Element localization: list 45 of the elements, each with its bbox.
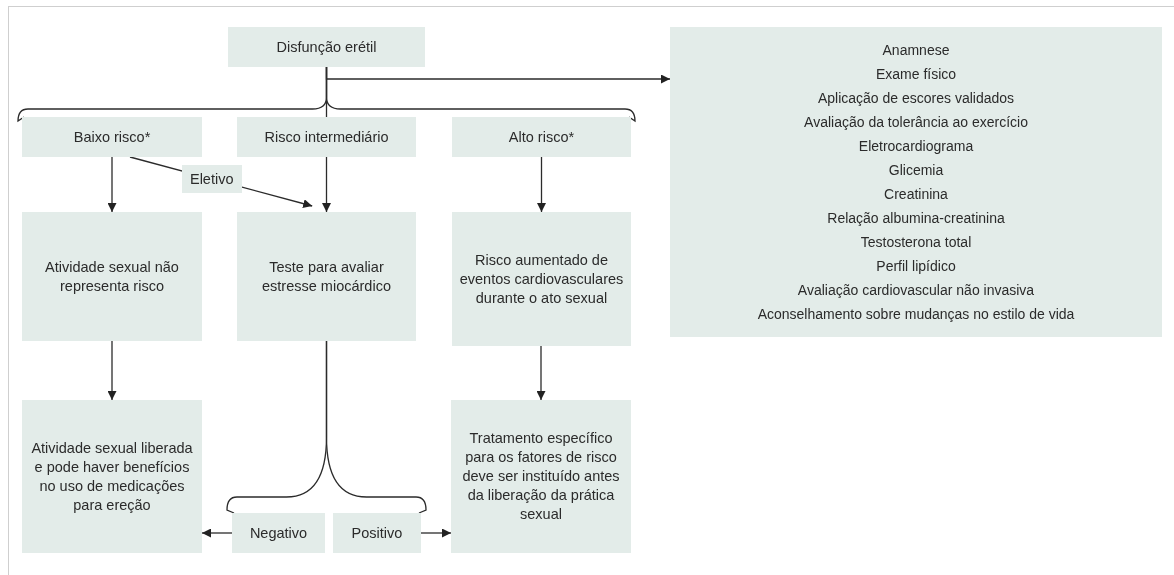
process-box: [232, 513, 325, 553]
process-box: [670, 27, 1162, 337]
list-item-text: Aconselhamento sobre mudanças no estilo de vida: [757, 305, 1075, 324]
box-text: Teste para avaliar estresse miocárdico: [261, 257, 392, 296]
list-item-text: Avaliação da tolerância ao exercício: [804, 113, 1028, 132]
process-box: [22, 212, 202, 341]
box-text: Positivo: [351, 523, 403, 543]
box-text: Disfunção erétil: [276, 37, 377, 57]
box-text: Alto risco*: [508, 127, 575, 147]
arrow: [420, 528, 452, 538]
list-item-text: Glicemia: [888, 161, 944, 180]
list-item-text: Perfil lipídico: [876, 257, 956, 276]
list-item-text: Eletrocardiograma: [858, 137, 974, 156]
box-text: Atividade sexual liberada e pode haver benefícios no uso de medicações para ereção: [30, 438, 194, 515]
box-text: Atividade sexual não representa risco: [44, 257, 180, 296]
connector-line: [325, 340, 427, 514]
arrow: [107, 340, 117, 401]
process-box: [333, 513, 421, 553]
arrow: [107, 156, 117, 213]
process-box: [452, 117, 631, 157]
arrow: [322, 156, 331, 213]
process-box: [228, 27, 425, 67]
process-box: [237, 117, 416, 157]
arrow: [537, 156, 546, 213]
list-item-text: Aplicação de escores validados: [817, 89, 1015, 108]
arrow: [536, 345, 546, 401]
process-box: [452, 212, 631, 346]
list-item-text: Testosterona total: [860, 233, 972, 252]
process-box: [237, 212, 416, 341]
box-text: Tratamento específico para os fatores de risco deve ser instituído antes da liberação da prática sexual: [461, 429, 621, 524]
list-item-text: Exame físico: [875, 65, 957, 84]
arrow: [201, 528, 233, 538]
box-text: Risco intermediário: [264, 127, 389, 147]
box-text: Risco aumentado de eventos cardiovasculares durante o ato sexual: [458, 250, 625, 308]
box-text: Baixo risco*: [73, 127, 151, 147]
list-item-text: Relação albumina-creatinina: [827, 209, 1005, 228]
list-item-text: Creatinina: [884, 185, 948, 204]
list-item-text: Anamnese: [882, 41, 950, 60]
process-box: [22, 117, 202, 157]
box-text: Negativo: [249, 523, 308, 543]
process-box: [451, 400, 631, 553]
list-item-text: Avaliação cardiovascular não invasiva: [797, 281, 1035, 300]
connector-line: [325, 66, 636, 122]
edge-label: Eletivo: [181, 165, 242, 194]
process-box: [22, 400, 202, 553]
